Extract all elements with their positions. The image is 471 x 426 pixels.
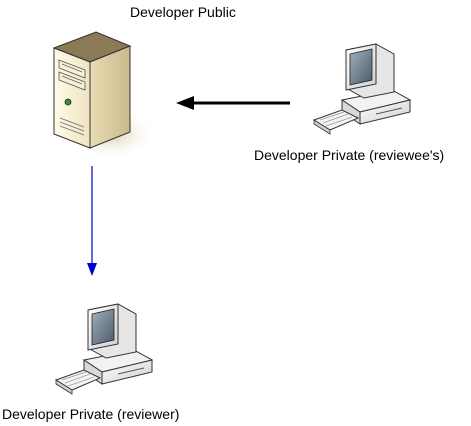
reviewee-label: Developer Private (reviewee's) [254,147,445,163]
desktop-computer-icon[interactable] [48,300,160,402]
edge-server-to-reviewer [87,166,97,276]
reviewer-label: Developer Private (reviewer) [2,406,180,422]
desktop-computer-icon[interactable] [306,40,418,142]
edge-reviewee-to-server [176,96,290,110]
server-tower-icon[interactable] [40,22,158,170]
server-label: Developer Public [130,4,236,20]
